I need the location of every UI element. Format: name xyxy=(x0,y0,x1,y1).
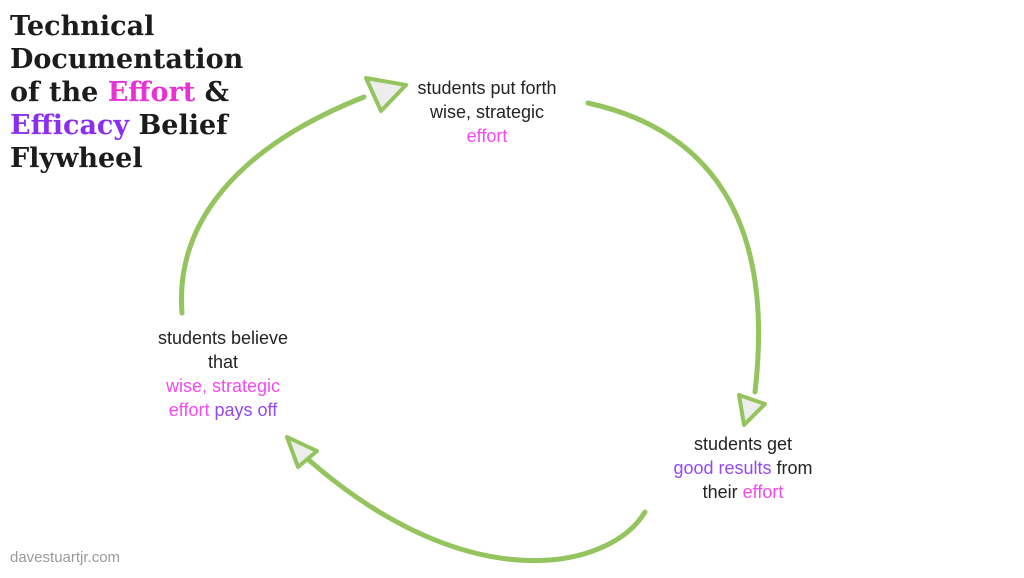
node-text: their xyxy=(702,482,743,502)
arrowhead-icon xyxy=(285,435,319,469)
node-text: students put forth xyxy=(417,78,557,98)
node-line: their effort xyxy=(673,480,812,504)
node-text: students believe xyxy=(157,328,289,348)
watermark-url: davestuartjr.com xyxy=(10,549,121,566)
arrowhead-icon xyxy=(364,76,408,113)
node-text: wise, strategic xyxy=(165,376,281,396)
title-text: & xyxy=(195,77,229,108)
title-line: Flywheel xyxy=(10,142,243,175)
node-students-put-forth-effort: students put forth wise, strategic effor… xyxy=(417,76,556,148)
node-students-get-good-results: students get good results from their eff… xyxy=(673,432,812,504)
title-line: Technical xyxy=(10,10,243,43)
arrowhead-icon xyxy=(737,393,767,427)
title-text-effort: Effort xyxy=(107,77,196,108)
node-line: effort pays off xyxy=(158,398,288,422)
title-line: Documentation xyxy=(10,43,243,76)
node-text: effort xyxy=(742,482,784,502)
node-text: that xyxy=(207,352,239,372)
title-text: Flywheel xyxy=(10,143,143,174)
node-text: effort xyxy=(466,126,508,146)
node-line: wise, strategic xyxy=(417,100,556,124)
node-line: good results from xyxy=(673,456,812,480)
title-text: Documentation xyxy=(10,44,244,75)
node-students-believe-effort-pays-off: students believe that wise, strategic ef… xyxy=(158,326,288,422)
page-title: Technical Documentation of the Effort & … xyxy=(10,10,243,175)
curved-arrow-right-to-left-icon xyxy=(285,435,648,564)
title-line: Efficacy Belief xyxy=(10,109,243,142)
node-line: students believe xyxy=(158,326,288,350)
title-text: of the xyxy=(10,77,108,108)
title-text: Belief xyxy=(129,110,228,141)
title-text-efficacy: Efficacy xyxy=(10,110,130,141)
node-line: effort xyxy=(417,124,556,148)
node-text: good results xyxy=(673,458,772,478)
node-line: wise, strategic xyxy=(158,374,288,398)
node-text: students get xyxy=(693,434,793,454)
title-text: Technical xyxy=(10,11,155,42)
node-line: students get xyxy=(673,432,812,456)
node-text: effort xyxy=(168,400,215,420)
node-text: wise, strategic xyxy=(429,102,545,122)
curved-arrow-left-to-top-icon xyxy=(178,76,408,316)
title-line: of the Effort & xyxy=(10,76,243,109)
node-text: pays off xyxy=(214,400,278,420)
node-text: from xyxy=(771,458,813,478)
node-line: students put forth xyxy=(417,76,556,100)
node-line: that xyxy=(158,350,288,374)
curved-arrow-top-to-right-icon xyxy=(585,100,767,427)
